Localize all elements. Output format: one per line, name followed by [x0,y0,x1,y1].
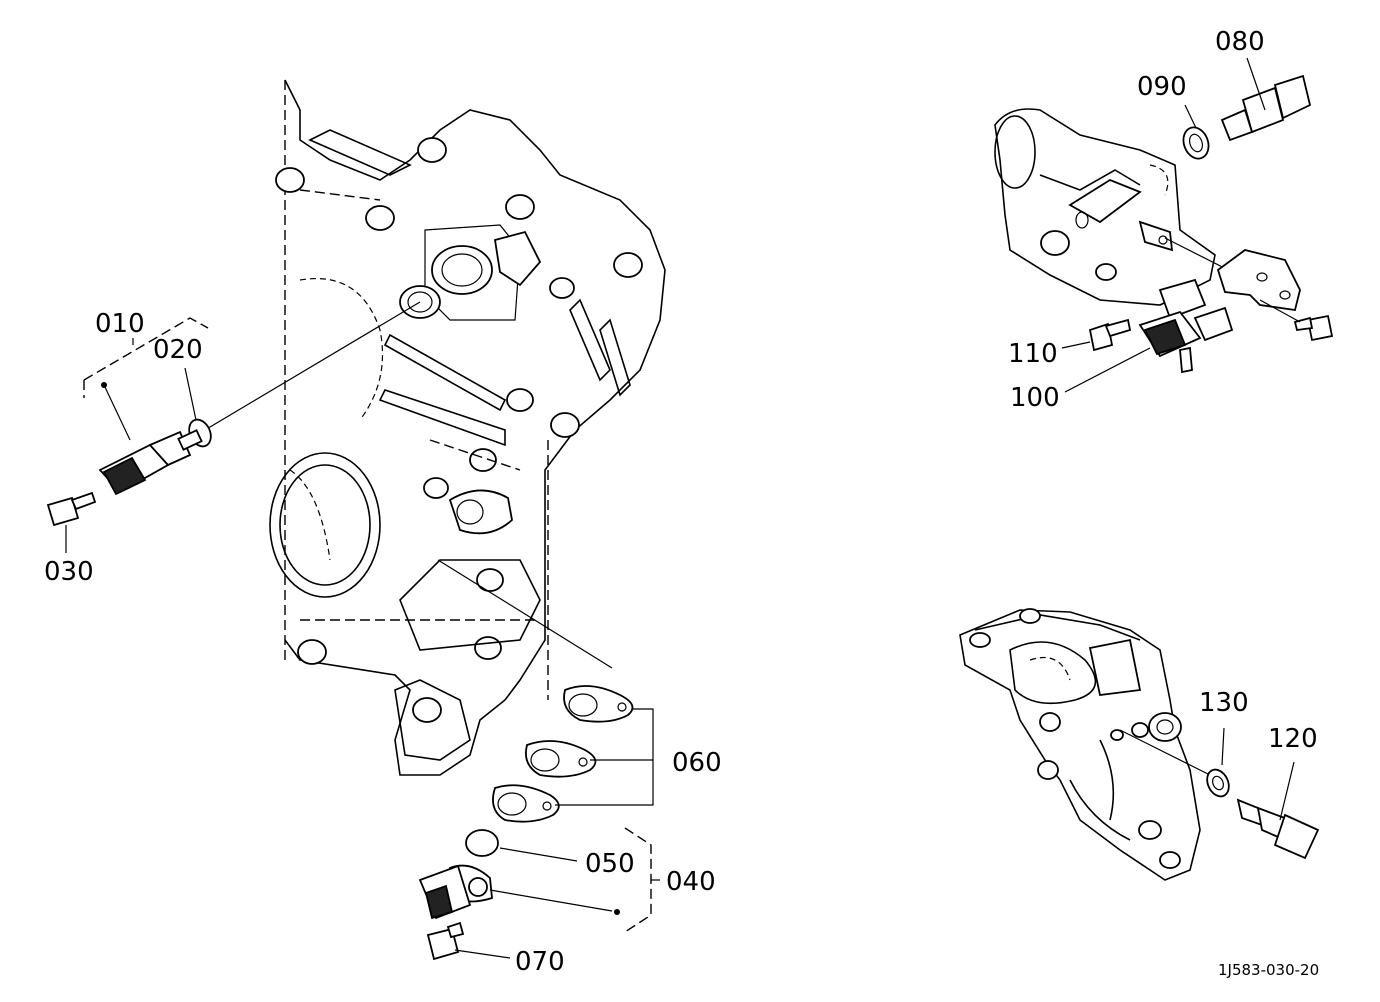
gasket-060-a [563,685,634,723]
callout-030: 030 [44,557,94,587]
callout-090: 090 [1137,72,1187,102]
lower-right-assembly [959,608,1320,881]
callout-110: 110 [1008,339,1058,369]
washer-130 [1206,768,1230,798]
drawing-code: 1J583-030-20 [1218,961,1319,979]
sensor-040-assembly [418,559,660,961]
sensor-010-assembly [46,301,421,553]
callout-020: 020 [153,335,203,365]
callout-070: 070 [515,947,565,977]
o-ring-090 [1182,126,1210,160]
callout-010: 010 [95,309,145,339]
callout-100: 100 [1010,383,1060,413]
gear-case-housing [269,79,666,776]
gasket-060-c [492,784,560,823]
callout-130: 130 [1199,688,1249,718]
callout-040: 040 [666,867,716,897]
upper-right-assembly [994,57,1334,393]
callout-120: 120 [1268,724,1318,754]
callout-080: 080 [1215,27,1265,57]
callout-060: 060 [672,748,722,778]
o-ring-050 [465,829,499,857]
callout-050: 050 [585,849,635,879]
gasket-060-b [525,740,597,778]
